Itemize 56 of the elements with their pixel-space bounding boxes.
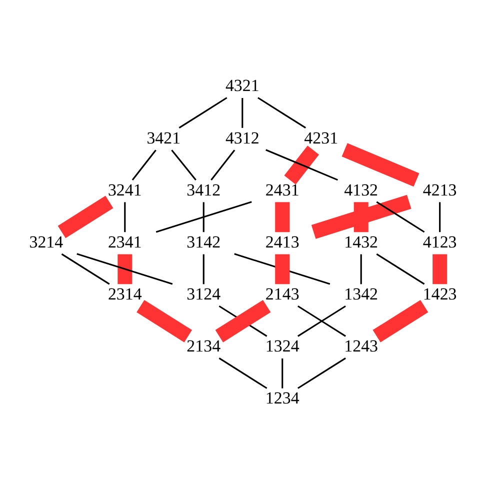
- connector: [376, 252, 425, 284]
- node-text: 4213: [422, 180, 457, 199]
- connector: [124, 202, 126, 232]
- node-text: 2341: [108, 232, 142, 251]
- node-text: 1342: [344, 284, 378, 304]
- connector: [432, 254, 448, 284]
- connector: [218, 357, 268, 388]
- connector: [76, 252, 173, 284]
- node-text: 4123: [422, 232, 457, 251]
- node-text: 2143: [265, 284, 300, 304]
- connector: [297, 357, 346, 388]
- node-text: 3412: [186, 180, 221, 199]
- connector: [282, 358, 284, 388]
- node-text: 4132: [344, 180, 378, 199]
- node-text: 2431: [265, 180, 300, 199]
- connector: [178, 96, 228, 128]
- connector: [342, 142, 420, 186]
- node-text: 4312: [225, 128, 260, 147]
- connector: [372, 299, 428, 342]
- node-text: 4231: [304, 128, 338, 147]
- connector: [118, 254, 132, 284]
- node-text: 4321: [225, 76, 260, 95]
- connector: [202, 202, 204, 232]
- connector: [171, 149, 196, 180]
- connector: [284, 145, 319, 184]
- node-text: 3241: [108, 180, 142, 199]
- connector: [266, 148, 338, 180]
- connector: [242, 98, 244, 128]
- connector: [136, 299, 192, 342]
- node-text: 2413: [265, 232, 300, 251]
- connector: [275, 254, 290, 284]
- node-text: 2314: [108, 284, 142, 304]
- node-text: 3421: [146, 128, 181, 147]
- connector: [132, 149, 156, 180]
- connector: [61, 252, 110, 284]
- node-text: 1324: [265, 336, 300, 356]
- connector: [439, 202, 441, 232]
- node-text: 1432: [344, 232, 378, 251]
- connector: [376, 200, 425, 232]
- connector: [258, 96, 306, 128]
- node-text: 3124: [186, 284, 221, 304]
- connector: [210, 149, 236, 180]
- node-text: 3214: [29, 232, 64, 251]
- connector: [58, 195, 114, 238]
- connector: [156, 200, 252, 232]
- connector: [275, 202, 290, 232]
- connector: [354, 202, 368, 232]
- connector: [311, 194, 412, 238]
- node-text: 1243: [344, 336, 378, 356]
- node-text: 3142: [186, 232, 221, 251]
- connector: [360, 254, 362, 284]
- node-text: 1234: [265, 388, 300, 408]
- node-text: 1423: [422, 284, 457, 304]
- connector: [202, 254, 204, 284]
- node-text: 2134: [186, 336, 221, 356]
- connector: [215, 299, 271, 342]
